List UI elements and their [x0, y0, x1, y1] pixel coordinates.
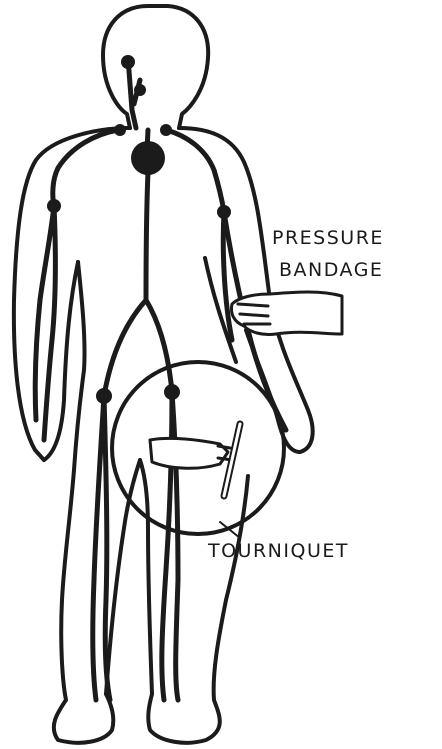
vessel-nodes — [47, 55, 231, 404]
tourniquet-label: TOURNIQUET — [208, 540, 349, 562]
pressure-label: PRESSURE — [272, 227, 384, 249]
bandage-label: BANDAGE — [279, 259, 383, 281]
pressure-hand-icon — [232, 292, 343, 335]
tourniquet-icon — [150, 424, 240, 496]
